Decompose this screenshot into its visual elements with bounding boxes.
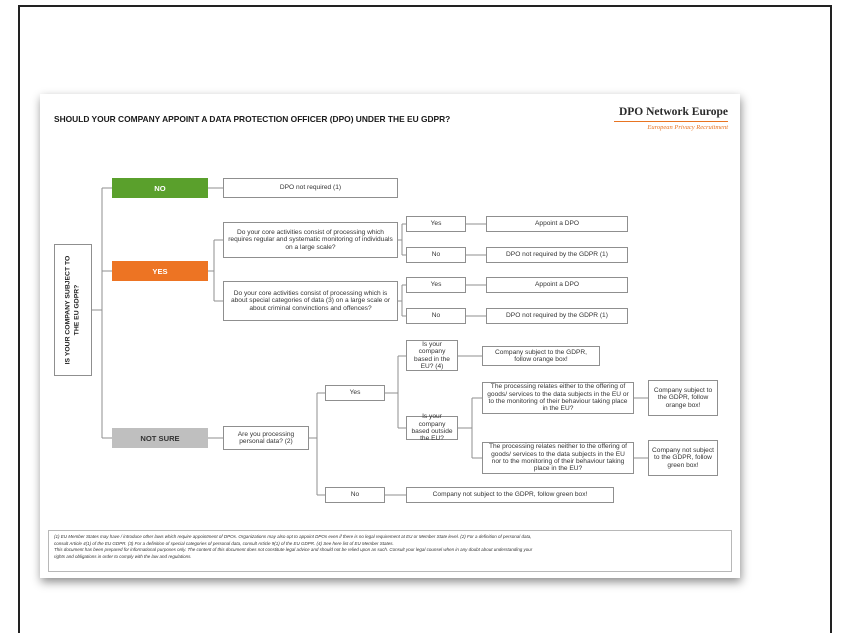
result-subject-box: Company subject to the GDPR, follow oran… bbox=[648, 380, 718, 416]
not-subject-green-box: Company not subject to the GDPR, follow … bbox=[406, 487, 614, 503]
yes-branch: YES bbox=[112, 261, 208, 281]
root-question-box: IS YOUR COMPANY SUBJECT TO THE EU GDPR? bbox=[54, 244, 92, 376]
monitoring-no-box: No bbox=[406, 247, 466, 263]
logo-tagline: European Privacy Recruitment bbox=[647, 124, 728, 131]
footnote-line: This document has been prepared for info… bbox=[54, 547, 533, 552]
relates-either-box: The processing relates either to the off… bbox=[482, 382, 634, 414]
based-in-eu-box: Is your company based in the EU? (4) bbox=[406, 340, 458, 371]
dpo-not-required-box: DPO not required (1) bbox=[223, 178, 398, 198]
logo-name: DPO Network Europe bbox=[618, 106, 728, 118]
yes-branch-label: YES bbox=[152, 266, 168, 276]
special-data-yes-box: Yes bbox=[406, 277, 466, 293]
dpo-not-required-gdpr-box-1: DPO not required by the GDPR (1) bbox=[486, 247, 628, 263]
monitoring-question-box: Do your core activities consist of proce… bbox=[223, 222, 398, 258]
root-question-label: IS YOUR COMPANY SUBJECT TO THE EU GDPR? bbox=[64, 255, 81, 365]
footnotes: (1) EU Member States may have / introduc… bbox=[48, 530, 732, 572]
page-title: SHOULD YOUR COMPANY APPOINT A DATA PROTE… bbox=[54, 114, 451, 124]
special-data-no-box: No bbox=[406, 308, 466, 324]
monitoring-yes-box: Yes bbox=[406, 216, 466, 232]
personal-data-yes-box: Yes bbox=[325, 385, 385, 401]
subject-orange-box: Company subject to the GDPR, follow oran… bbox=[482, 346, 600, 366]
footnote-line: (1) EU Member States may have / introduc… bbox=[54, 534, 532, 539]
special-data-question-box: Do your core activities consist of proce… bbox=[223, 281, 398, 321]
personal-data-question-box: Are you processing personal data? (2) bbox=[223, 426, 309, 450]
appoint-dpo-box-2: Appoint a DPO bbox=[486, 277, 628, 293]
result-not-subject-box: Company not subject to the GDPR, follow … bbox=[648, 440, 718, 476]
footnote-line: rights and obligations in order to compl… bbox=[54, 553, 192, 559]
not-sure-branch: NOT SURE bbox=[112, 428, 208, 448]
personal-data-no-box: No bbox=[325, 487, 385, 503]
no-branch: NO bbox=[112, 178, 208, 198]
footnote-line: consult Article 4(1) of the EU GDPR. (3)… bbox=[54, 540, 394, 546]
based-outside-eu-box: Is your company based outside the EU? bbox=[406, 413, 458, 442]
connector-lines bbox=[92, 187, 648, 496]
appoint-dpo-box-1: Appoint a DPO bbox=[486, 216, 628, 232]
relates-neither-box: The processing relates neither to the of… bbox=[482, 442, 634, 474]
no-branch-label: NO bbox=[154, 183, 166, 193]
flowchart-document: SHOULD YOUR COMPANY APPOINT A DATA PROTE… bbox=[40, 94, 740, 578]
logo-underline bbox=[614, 121, 728, 122]
dpo-not-required-gdpr-box-2: DPO not required by the GDPR (1) bbox=[486, 308, 628, 324]
not-sure-branch-label: NOT SURE bbox=[140, 433, 180, 443]
